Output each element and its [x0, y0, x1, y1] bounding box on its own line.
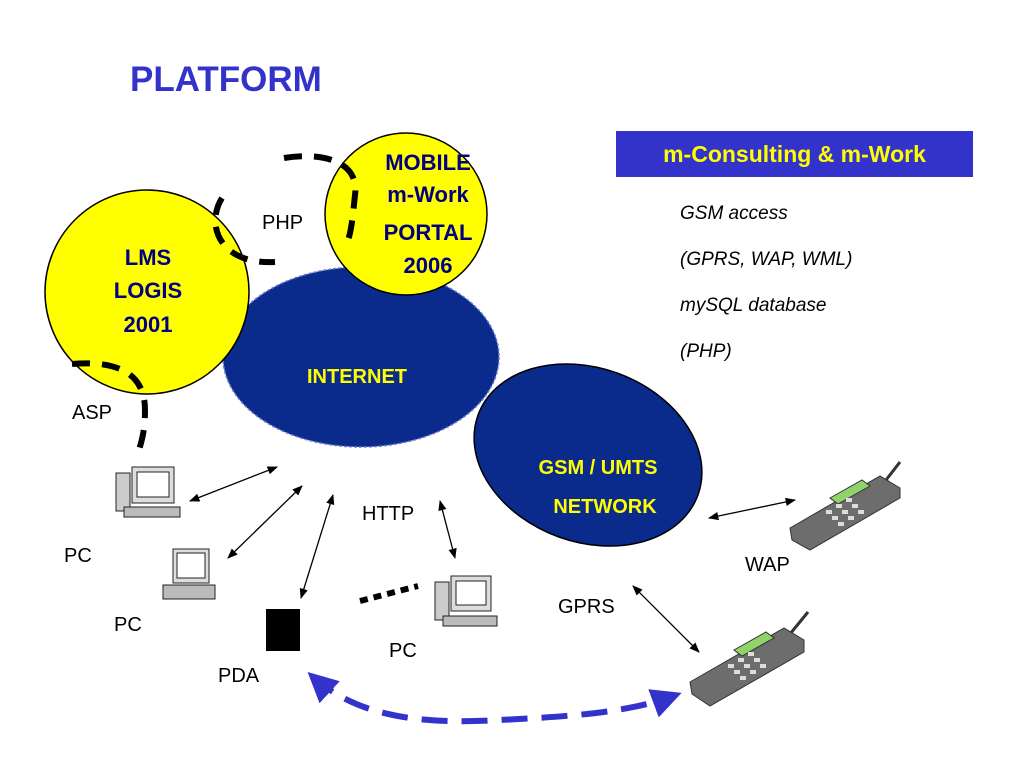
info-line: (PHP)	[680, 341, 732, 362]
pda-icon	[266, 609, 300, 651]
php-dashed-curve	[283, 153, 359, 248]
desktop-pc-icon	[162, 548, 216, 600]
mobile-phone-icon	[689, 611, 810, 707]
desktop-pc-icon	[434, 575, 498, 627]
arrow-http-pc3	[438, 499, 457, 560]
arrow-pc2-internet	[227, 485, 303, 559]
arrow-gsm-wap-phone	[707, 497, 797, 521]
lms-circle	[44, 189, 250, 395]
mobile-portal-circle	[324, 132, 488, 296]
arrow-pc1-internet	[189, 466, 278, 502]
page-title: PLATFORM	[130, 60, 322, 99]
php-label: PHP	[262, 212, 303, 234]
header-box: m-Consulting & m-Work	[616, 131, 973, 177]
php-dashed-curve-left	[212, 196, 276, 266]
internet-label: INTERNET	[307, 366, 407, 388]
gsm-label-line: NETWORK	[553, 496, 657, 518]
portal-label-line: MOBILE	[385, 150, 471, 175]
gprs-label: GPRS	[558, 596, 615, 618]
pda-phone-sync-arrow	[307, 671, 682, 725]
gsm-label-line: GSM / UMTS	[539, 457, 658, 479]
arrow-gsm-gprs-phone	[632, 585, 700, 653]
lms-label-line: LMS	[125, 245, 171, 270]
arrow-pda-internet	[299, 494, 335, 599]
pc-label: PC	[389, 640, 417, 662]
wap-label: WAP	[745, 554, 790, 576]
portal-label-line: 2006	[404, 253, 453, 278]
mobile-phone-icon	[789, 461, 902, 551]
asp-dashed-curve	[71, 360, 149, 451]
pc-dotted-link	[359, 583, 419, 604]
gsm-network-ellipse	[473, 363, 703, 547]
internet-ellipse	[222, 266, 500, 448]
portal-label-line: PORTAL	[384, 220, 473, 245]
lms-label-line: LOGIS	[114, 278, 182, 303]
pc-label: PC	[114, 614, 142, 636]
desktop-pc-icon	[115, 466, 181, 518]
asp-label: ASP	[72, 402, 112, 424]
http-label: HTTP	[362, 503, 414, 525]
portal-label-line: m-Work	[387, 182, 469, 207]
info-line: (GPRS, WAP, WML)	[680, 249, 853, 270]
lms-label-line: 2001	[124, 312, 173, 337]
info-line: mySQL database	[680, 295, 827, 316]
pc-label: PC	[64, 545, 92, 567]
info-list: GSM access (GPRS, WAP, WML) mySQL databa…	[680, 200, 852, 384]
info-line: GSM access	[680, 203, 788, 224]
pda-label: PDA	[218, 665, 260, 687]
